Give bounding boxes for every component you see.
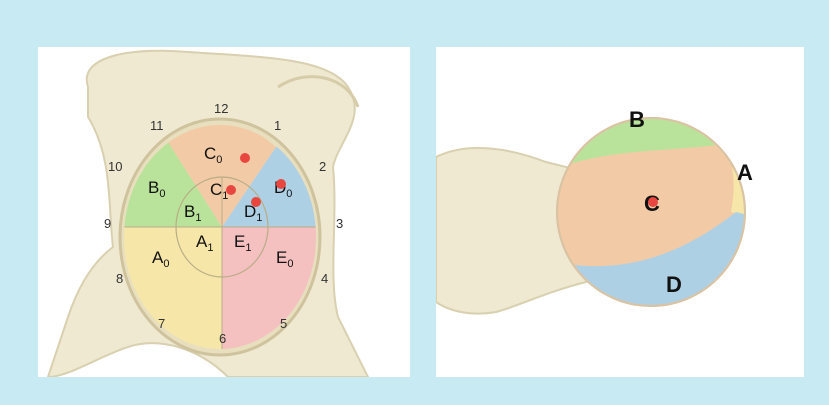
clock-label-10: 10 [108, 159, 122, 174]
region-label-d: D [666, 272, 682, 297]
lesion-marker [251, 197, 261, 207]
clock-label-3: 3 [336, 216, 343, 231]
clock-label-12: 12 [214, 101, 228, 116]
femoral-head-illustration: A B C D [436, 47, 804, 377]
clock-label-9: 9 [104, 216, 111, 231]
lesion-marker [276, 179, 286, 189]
clock-label-6: 6 [219, 331, 226, 346]
clock-label-2: 2 [319, 159, 326, 174]
region-label-a: A [737, 160, 753, 185]
region-label-b: B [629, 107, 645, 132]
lesion-marker [240, 153, 250, 163]
lesion-marker [648, 197, 658, 207]
clock-label-8: 8 [116, 271, 123, 286]
acetabulum-illustration: 12 1 2 3 4 5 6 7 8 9 10 11 C0 C1 B0 B1 D… [38, 47, 410, 377]
lesion-marker [226, 185, 236, 195]
clock-label-11: 11 [150, 118, 164, 133]
femoral-head-panel: A B C D [436, 47, 804, 377]
acetabulum-panel: 12 1 2 3 4 5 6 7 8 9 10 11 C0 C1 B0 B1 D… [38, 47, 410, 377]
clock-label-4: 4 [321, 271, 328, 286]
clock-label-5: 5 [280, 316, 287, 331]
clock-label-1: 1 [274, 118, 281, 133]
clock-label-7: 7 [158, 316, 165, 331]
